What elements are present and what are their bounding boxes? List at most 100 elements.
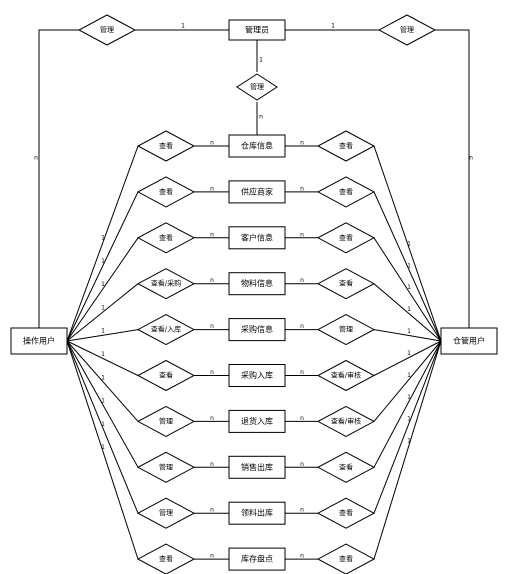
relationship-operator-row-6 [136, 359, 196, 392]
connector-warehouse-row-2 [373, 191, 442, 342]
cardinality-warehouse-row-7: 1 [407, 372, 411, 379]
relationship-operator-row-5 [136, 314, 196, 346]
entity-admin-label: 管理员 [245, 25, 269, 35]
connector-operator-row-1 [66, 145, 139, 342]
entity-center-1 [228, 134, 286, 158]
connector-warehouse-row-6 [373, 340, 442, 376]
cardinality-warehouse-info-up: n [259, 114, 263, 121]
entity-center-4 [228, 272, 286, 296]
relationship-warehouse-row-9 [316, 497, 376, 529]
cardinality-right-rel-row-9: n [300, 507, 304, 514]
connector-warehouse-row-3 [373, 237, 442, 342]
connector-operator-row-7 [66, 340, 139, 422]
relationship-admin-operator-label: 管理 [100, 25, 114, 34]
connector-warehouse-row-5 [373, 329, 442, 342]
cardinality-operator-row-1: 1 [101, 235, 105, 242]
cardinality-warehouse-row-4: 1 [407, 306, 411, 313]
cardinality-left-rel-row-1: n [210, 140, 214, 147]
cardinality-operator-row-6: 1 [101, 351, 105, 358]
cardinality-warehouse-row-1: 1 [407, 240, 411, 247]
relationship-warehouse-row-8-label: 查看 [339, 462, 353, 471]
cardinality-right-rel-row-3: n [300, 231, 304, 238]
cardinality-left-rel-row-5: n [210, 323, 214, 330]
connector-top-left [38, 29, 79, 328]
entity-center-5-label: 采购信息 [241, 324, 273, 334]
cardinality-warehouse-row-10: 1 [407, 438, 411, 445]
relationship-warehouse-row-3 [316, 222, 376, 254]
entity-center-8 [228, 455, 286, 479]
relationship-operator-row-2-label: 查看 [159, 187, 173, 196]
entity-center-10 [228, 547, 286, 571]
relationship-warehouse-row-5 [316, 314, 376, 346]
connector-warehouse-row-7 [373, 340, 442, 422]
relationship-warehouse-row-1-label: 查看 [339, 141, 353, 150]
cardinality-operator-top: n [34, 155, 38, 162]
relationship-operator-row-8 [136, 451, 196, 483]
relationship-admin-warehouse-user [377, 14, 437, 46]
entity-center-6-label: 采购入库 [241, 370, 273, 380]
cardinality-left-rel-row-2: n [210, 185, 214, 192]
relationship-admin-operator [77, 14, 137, 46]
relationship-operator-row-6-label: 查看 [159, 371, 173, 380]
connector-warehouse-row-1 [373, 145, 442, 342]
entity-center-5 [228, 318, 286, 342]
entity-center-9-label: 领料出库 [241, 508, 273, 518]
relationship-operator-row-4 [136, 268, 196, 300]
relationship-operator-row-10-label: 查看 [159, 554, 173, 563]
cardinality-admin-down: 1 [259, 57, 263, 64]
relationship-operator-row-5-label: 查看/入库 [151, 325, 181, 334]
relationship-warehouse-row-10 [316, 543, 376, 574]
relationship-operator-row-3 [136, 222, 196, 254]
connector-operator-row-2 [66, 191, 139, 342]
cardinality-warehouse-top: n [469, 155, 473, 162]
cardinality-right-rel-row-4: n [300, 277, 304, 284]
relationship-warehouse-row-2-label: 查看 [339, 187, 353, 196]
connector-warehouse-row-10 [373, 340, 442, 560]
cardinality-operator-row-3: 1 [101, 281, 105, 288]
entity-center-1-label: 仓库信息 [241, 141, 273, 151]
relationship-warehouse-row-9-label: 查看 [339, 508, 353, 517]
relationship-warehouse-row-5-label: 管理 [339, 325, 353, 334]
cardinality-left-rel-row-9: n [210, 507, 214, 514]
entity-center-2-label: 供应商家 [241, 186, 273, 196]
cardinality-right-rel-row-1: n [300, 140, 304, 147]
entity-center-7-label: 退货入库 [241, 416, 273, 426]
relationship-operator-row-7-label: 管理 [159, 416, 173, 425]
relationship-operator-row-7 [136, 405, 196, 437]
entity-center-6 [228, 364, 286, 387]
connector-warehouse-row-4 [373, 283, 442, 342]
cardinality-operator-row-4: 1 [101, 304, 105, 311]
relationship-admin-warehouse-info-label: 管理 [250, 82, 264, 91]
cardinality-operator-row-10: 1 [101, 444, 105, 451]
cardinality-warehouse-row-2: 1 [407, 262, 411, 269]
relationship-warehouse-row-2 [316, 176, 376, 208]
cardinality-left-rel-row-7: n [210, 415, 214, 422]
cardinality-warehouse-row-5: 1 [407, 328, 411, 335]
entity-center-2 [228, 180, 286, 204]
cardinality-operator-row-7: 1 [101, 374, 105, 381]
cardinality-left-rel-row-4: n [210, 277, 214, 284]
entity-warehouse-user [440, 327, 498, 355]
entity-operator-label: 操作用户 [23, 336, 55, 346]
relationship-operator-row-9 [136, 497, 196, 529]
relationship-warehouse-row-4 [316, 268, 376, 300]
cardinality-right-rel-row-5: n [300, 323, 304, 330]
relationship-operator-row-1-label: 查看 [159, 141, 173, 150]
connector-lines [38, 29, 470, 560]
cardinality-right-rel-row-6: n [300, 369, 304, 376]
relationship-warehouse-row-4-label: 查看 [339, 279, 353, 288]
connector-top-right [435, 29, 470, 328]
cardinality-right-rel-row-2: n [300, 185, 304, 192]
entity-center-3 [228, 226, 286, 250]
connector-operator-row-6 [66, 340, 139, 376]
connector-warehouse-row-9 [373, 340, 442, 514]
cardinality-warehouse-row-6: 1 [407, 350, 411, 357]
entity-warehouse-user-label: 仓管用户 [453, 336, 485, 346]
relationship-warehouse-row-8 [316, 451, 376, 483]
relationship-warehouse-row-7-label: 查看/审核 [331, 416, 361, 425]
relationship-warehouse-row-7 [316, 405, 376, 437]
relationship-warehouse-row-1 [316, 130, 376, 162]
cardinality-admin-left: 1 [181, 23, 185, 30]
cardinality-left-rel-row-10: n [210, 553, 214, 560]
